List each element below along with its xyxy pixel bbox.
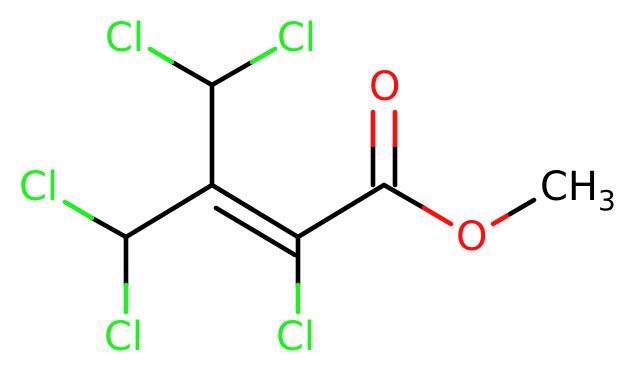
atom-cl-top-right: Cl (277, 15, 316, 61)
bond-c-cl-mid-left-black (89, 215, 129, 240)
bond-oester-ch3-red (490, 211, 513, 227)
atom-methyl: CH3 (540, 164, 616, 217)
bond-oester-ch3-black (507, 197, 537, 217)
bond-c-cl-top-right-black (209, 59, 255, 88)
atom-cl-bottom-center: Cl (276, 314, 315, 360)
bond-c1-oester-red (421, 205, 454, 227)
atom-cl-top-left: Cl (105, 15, 144, 61)
bond-c-cl-mid-left-green (62, 199, 95, 221)
methyl-ch: CH (540, 164, 598, 210)
atom-o-ester: O (456, 214, 487, 260)
bond-c3-to-ch-left (123, 182, 215, 240)
bonds (62, 46, 537, 315)
bond-c2-c1 (295, 182, 387, 240)
bond-c1-oester-black (381, 182, 427, 211)
atom-labels: Cl Cl Cl Cl Cl O O CH3 (19, 15, 616, 360)
bond-c3-c2-inner (213, 205, 298, 258)
atom-o-carbonyl: O (369, 64, 400, 110)
atom-cl-bottom-left: Cl (104, 314, 143, 360)
bond-c-cl-top-right-green (249, 46, 278, 65)
atom-cl-mid-left: Cl (19, 164, 58, 210)
bond-c-cl-top-left-black (169, 59, 215, 88)
bond-c-cl-top-left-green (147, 46, 175, 65)
methyl-subscript: 3 (598, 184, 616, 217)
bond-c3-c2-main (209, 182, 301, 240)
